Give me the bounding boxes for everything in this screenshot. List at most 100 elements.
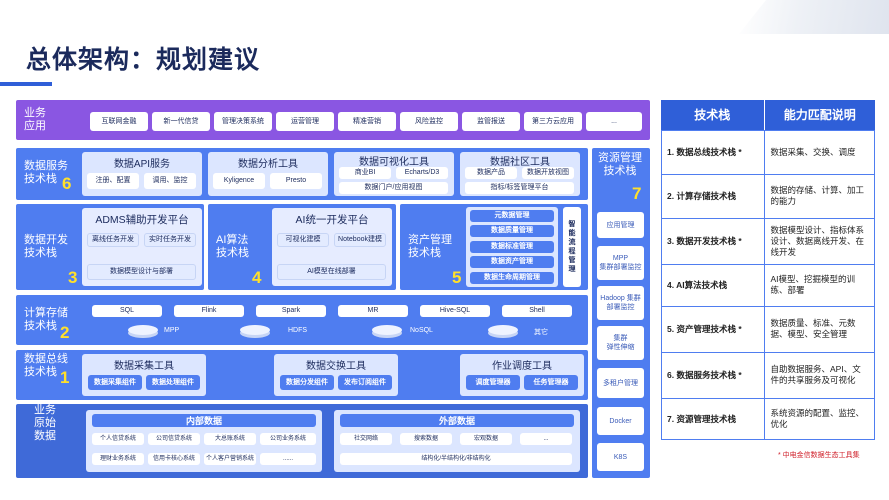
exchange-tool-box: 数据交换工具 数据分发组件 发布订阅组件 <box>274 354 398 396</box>
community-tool-item: 数据开放视图 <box>522 167 574 179</box>
scheduler-tool-item: 调度管理器 <box>466 375 520 390</box>
page-title: 总体架构：规划建议 <box>26 46 261 74</box>
table-header: 技术栈 <box>661 100 765 131</box>
table-cell-stack: 1. 数据总线技术栈 * <box>661 130 764 175</box>
resource-item: MPP 集群部署监控 <box>597 246 644 280</box>
resource-item: K8S <box>597 443 644 471</box>
app-item: 精准营销 <box>338 112 396 131</box>
header-decoration <box>739 0 889 34</box>
app-item: 第三方云应用 <box>524 112 582 131</box>
visualization-tool-item: Echarts/D3 <box>396 167 448 179</box>
resource-layer-number: 7 <box>632 184 642 203</box>
resource-item: Docker <box>597 407 644 435</box>
resource-item: Hadoop 集群部署监控 <box>597 286 644 320</box>
adms-item: 实时任务开发 <box>144 233 196 247</box>
exchange-tool-item: 发布订阅组件 <box>338 375 392 390</box>
external-data-box: 外部数据 社交网络 搜索数据 宏观数据 ... 结构化/半结构化/非结构化 <box>334 410 580 472</box>
table-cell-stack: 5. 资产管理技术栈 * <box>661 306 764 353</box>
table-cell-stack: 6. 数据服务技术栈 * <box>661 352 764 399</box>
table-footnote: * 中电金信数据生态工具集 <box>778 452 860 459</box>
app-item: 新一代信贷 <box>152 112 210 131</box>
service-layer-number: 6 <box>62 174 72 193</box>
asset-item: 数据质量管理 <box>470 225 554 237</box>
analysis-tool-title: 数据分析工具 <box>238 159 298 170</box>
storage-cylinder-icon <box>372 325 402 335</box>
table-header: 能力匹配说明 <box>764 100 875 131</box>
ai-platform-item: Notebook建模 <box>334 233 386 247</box>
api-service-box: 数据API服务 注册、配置 调用、监控 <box>82 152 202 196</box>
collection-tool-title: 数据采集工具 <box>114 361 174 372</box>
internal-data-box: 内部数据 个人信贷系统 公司信贷系统 大总账系统 公司业务系统 理财业务系统 信… <box>86 410 322 472</box>
engine-item: MR <box>338 305 408 317</box>
visualization-tool-item: 商业BI <box>339 167 391 179</box>
app-item: ... <box>586 112 642 131</box>
internal-data-item: 理财业务系统 <box>92 453 144 465</box>
scheduler-tool-title: 作业调度工具 <box>492 361 552 372</box>
ai-platform-item: 可视化建模 <box>277 233 329 247</box>
compute-layer-band: 计算存储 技术栈 2 <box>16 295 588 345</box>
internal-data-title: 内部数据 <box>92 414 316 427</box>
collection-tool-item: 数据处理组件 <box>146 375 200 390</box>
asset-layer-label: 资产管理 技术栈 <box>408 234 452 259</box>
ai-platform-item: AI模型在线部署 <box>277 264 386 280</box>
dev-layer-number: 3 <box>68 268 78 287</box>
visualization-tool-title: 数据可视化工具 <box>359 157 429 168</box>
engine-item: Spark <box>256 305 326 317</box>
service-layer-label: 数据服务 技术栈 <box>24 160 68 185</box>
adms-item: 离线任务开发 <box>87 233 139 247</box>
internal-data-item: 公司业务系统 <box>260 433 316 445</box>
ai-platform-box: AI统一开发平台 可视化建模 Notebook建模 AI模型在线部署 <box>272 208 392 286</box>
exchange-tool-title: 数据交换工具 <box>306 361 366 372</box>
table-cell-desc: 数据质量、标准、元数据、模型、安全管理 <box>763 306 875 353</box>
stack-table: 技术栈 能力匹配说明 1. 数据总线技术栈 * 数据采集、交换、调度 2. 计算… <box>661 100 875 439</box>
storage-cylinder-icon <box>128 325 158 335</box>
engine-item: Hive-SQL <box>420 305 490 317</box>
compute-layer-label: 计算存储 技术栈 <box>24 307 68 332</box>
community-tool-title: 数据社区工具 <box>490 157 550 168</box>
resource-item: 多租户管理 <box>597 368 644 398</box>
asset-item: 元数据管理 <box>470 210 554 222</box>
visualization-tool-item: 数据门户/应用视图 <box>339 182 448 194</box>
collection-tool-box: 数据采集工具 数据采集组件 数据处理组件 <box>82 354 206 396</box>
engine-item: SQL <box>92 305 162 317</box>
asset-items-box: 元数据管理 数据质量管理 数据标准管理 数据资产管理 数据生命周期管理 <box>466 207 558 287</box>
visualization-tool-box: 数据可视化工具 商业BI Echarts/D3 数据门户/应用视图 <box>334 152 454 196</box>
storage-label: NoSQL <box>410 327 433 334</box>
table-cell-desc: 系统资源的配置、监控、优化 <box>763 398 875 439</box>
storage-cylinder-icon <box>240 325 270 335</box>
collection-tool-item: 数据采集组件 <box>88 375 142 390</box>
source-layer-label: 业务 原始 数据 <box>34 404 56 442</box>
ai-layer-number: 4 <box>252 268 262 287</box>
table-cell-stack: 7. 资源管理技术栈 <box>667 413 736 424</box>
analysis-tool-item: Kyligence <box>213 173 265 189</box>
table-cell-desc: 数据模型设计、指标体系设计、数据离线开发、在线开发 <box>763 218 875 265</box>
internal-data-item: 个人客户营销系统 <box>204 453 256 465</box>
adms-platform-box: ADMS辅助开发平台 离线任务开发 实时任务开发 数据模型设计与部署 <box>82 208 202 286</box>
scheduler-tool-box: 作业调度工具 调度管理器 任务管理器 <box>460 354 584 396</box>
asset-item: 数据标准管理 <box>470 241 554 253</box>
external-data-item: ... <box>520 433 572 445</box>
external-data-item: 社交网络 <box>340 433 392 445</box>
storage-label: MPP <box>164 327 180 334</box>
internal-data-item: 信用卡核心系统 <box>148 453 200 465</box>
resource-item: 应用管理 <box>597 212 644 238</box>
asset-item: 数据资产管理 <box>470 256 554 268</box>
storage-label: 其它 <box>534 329 548 336</box>
app-item: 管理决策系统 <box>214 112 272 131</box>
app-item: 风险监控 <box>400 112 458 131</box>
table-cell-desc: 数据采集、交换、调度 <box>763 130 875 175</box>
scheduler-tool-item: 任务管理器 <box>524 375 578 390</box>
external-data-item: 结构化/半结构化/非结构化 <box>340 453 572 465</box>
resource-item: 集群 弹性伸缩 <box>597 326 644 360</box>
internal-data-item: 公司信贷系统 <box>148 433 200 445</box>
asset-layer-number: 5 <box>452 268 462 287</box>
table-cell-stack: 4. AI算法技术栈 <box>661 264 764 307</box>
external-data-item: 宏观数据 <box>460 433 512 445</box>
title-underline <box>0 82 52 86</box>
community-tool-item: 指标/标签管理平台 <box>465 182 574 194</box>
integration-layer-number: 1 <box>60 368 70 387</box>
integration-layer-label: 数据总线 技术栈 <box>24 353 68 378</box>
external-data-title: 外部数据 <box>340 414 574 427</box>
adms-platform-title: ADMS辅助开发平台 <box>95 214 189 226</box>
storage-label: HDFS <box>288 327 308 334</box>
